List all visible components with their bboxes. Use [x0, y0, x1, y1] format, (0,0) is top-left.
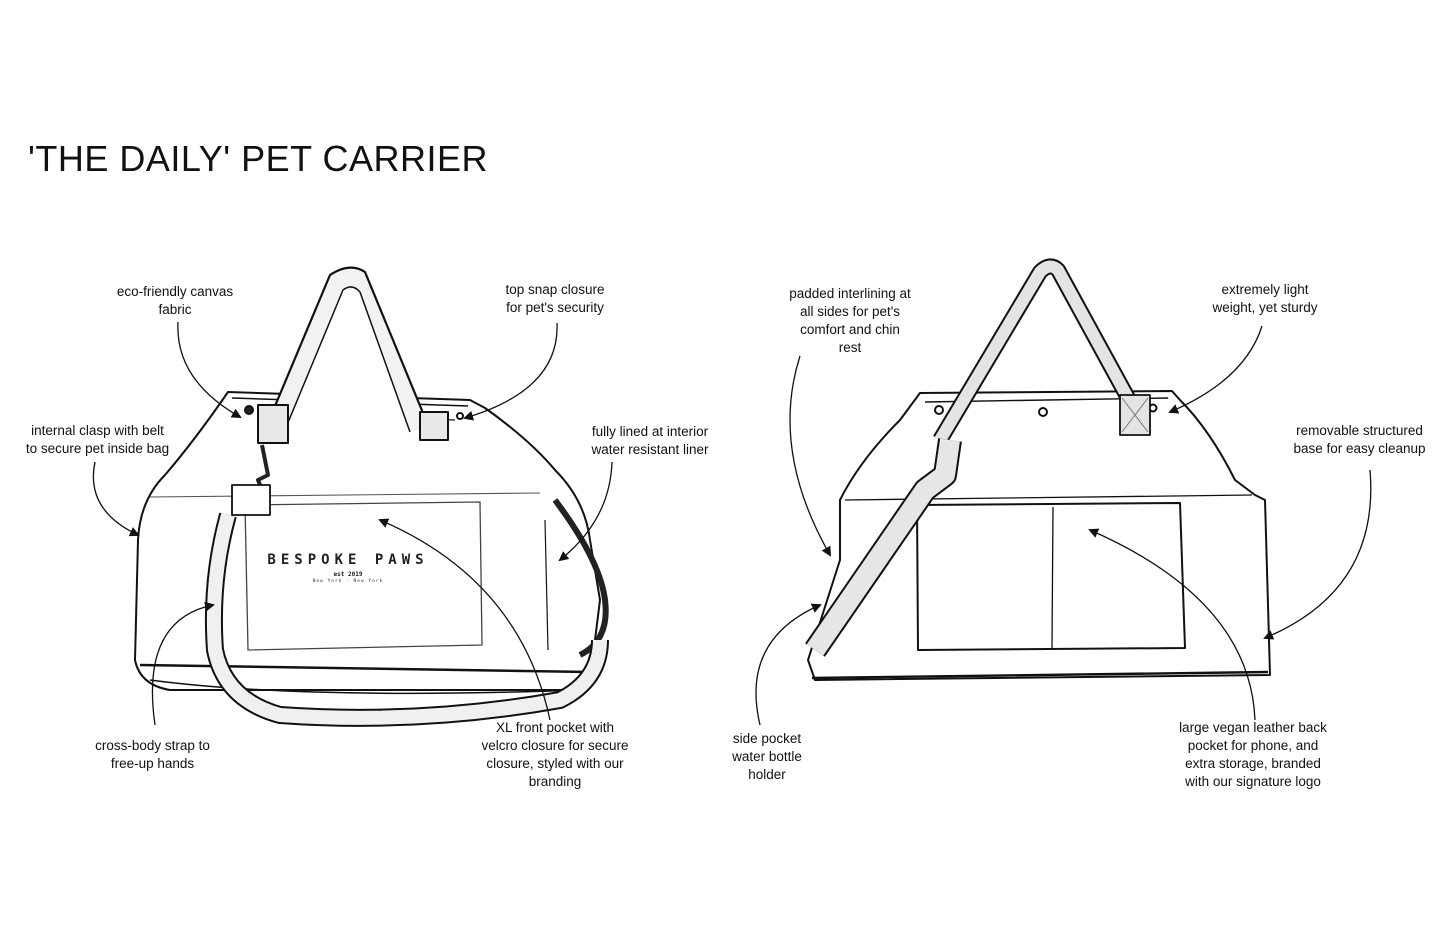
callout-line: internal clasp with belt — [31, 423, 164, 438]
callout-line: comfort and chin — [800, 322, 900, 337]
callout-line: eco-friendly canvas — [116, 284, 234, 299]
callout-line: free-up hands — [110, 756, 195, 771]
back-pocket — [916, 502, 1186, 651]
callout-line: large vegan leather back — [1179, 720, 1327, 735]
callout-line: pocket for phone, and — [1187, 738, 1319, 753]
callout-line: water bottle — [732, 749, 802, 764]
callout-line: cross-body strap to — [95, 738, 210, 753]
callout-vegan-leather-pocket: large vegan leather back pocket for phon… — [1168, 719, 1338, 791]
callout-cross-body-strap: cross-body strap to free-up hands — [80, 737, 225, 773]
front-bag-illustration — [134, 266, 609, 727]
callout-line: removable structured — [1296, 423, 1423, 438]
callout-side-pocket: side pocket water bottle holder — [712, 730, 822, 784]
callout-line: fully lined at interior — [591, 424, 709, 439]
callout-internal-clasp: internal clasp with belt to secure pet i… — [10, 422, 185, 458]
page-title: 'THE DAILY' PET CARRIER — [28, 138, 489, 179]
brand-location: New York · New York — [312, 579, 384, 584]
callout-line: with our signature logo — [1185, 774, 1321, 789]
callout-removable-base: removable structured base for easy clean… — [1282, 422, 1437, 458]
brand-name: BESPOKE PAWS — [267, 552, 429, 568]
callout-line: for pet's security — [506, 300, 604, 315]
callout-line: padded interlining at — [789, 286, 911, 301]
callout-line: weight, yet sturdy — [1212, 300, 1318, 315]
front-pocket — [244, 501, 483, 651]
callout-padded-interlining: padded interlining at all sides for pet'… — [770, 285, 930, 357]
callout-line: extra storage, branded — [1185, 756, 1321, 771]
callout-line: holder — [748, 767, 786, 782]
callout-line: base for easy cleanup — [1293, 441, 1426, 456]
callout-line: water resistant liner — [591, 442, 709, 457]
callout-line: fabric — [158, 302, 192, 317]
callout-xl-front-pocket: XL front pocket with velcro closure for … — [465, 719, 645, 791]
callout-line: to secure pet inside bag — [25, 441, 170, 456]
callout-line: extremely light — [1221, 282, 1309, 297]
callout-line: all sides for pet's — [799, 304, 901, 319]
callout-line: top snap closure — [505, 282, 605, 297]
back-bag-illustration — [805, 258, 1271, 681]
callout-eco-friendly-canvas: eco-friendly canvas fabric — [95, 283, 255, 319]
callout-line: velcro closure for secure — [481, 738, 629, 753]
callout-line: closure, styled with our — [486, 756, 624, 771]
callout-line: rest — [838, 340, 862, 355]
callout-line: XL front pocket with — [495, 720, 615, 735]
front-bag-body — [134, 391, 601, 691]
callout-arrows — [92, 321, 1372, 726]
callout-line: side pocket — [732, 731, 802, 746]
callout-extremely-light: extremely light weight, yet sturdy — [1195, 281, 1335, 317]
brand-established: est 2019 — [333, 571, 363, 578]
callout-line: branding — [528, 774, 582, 789]
callout-top-snap-closure: top snap closure for pet's security — [480, 281, 630, 317]
back-bag-body — [807, 390, 1271, 681]
brand-logo: BESPOKE PAWS est 2019 New York · New Yor… — [248, 552, 448, 584]
callout-fully-lined: fully lined at interior water resistant … — [575, 423, 725, 459]
